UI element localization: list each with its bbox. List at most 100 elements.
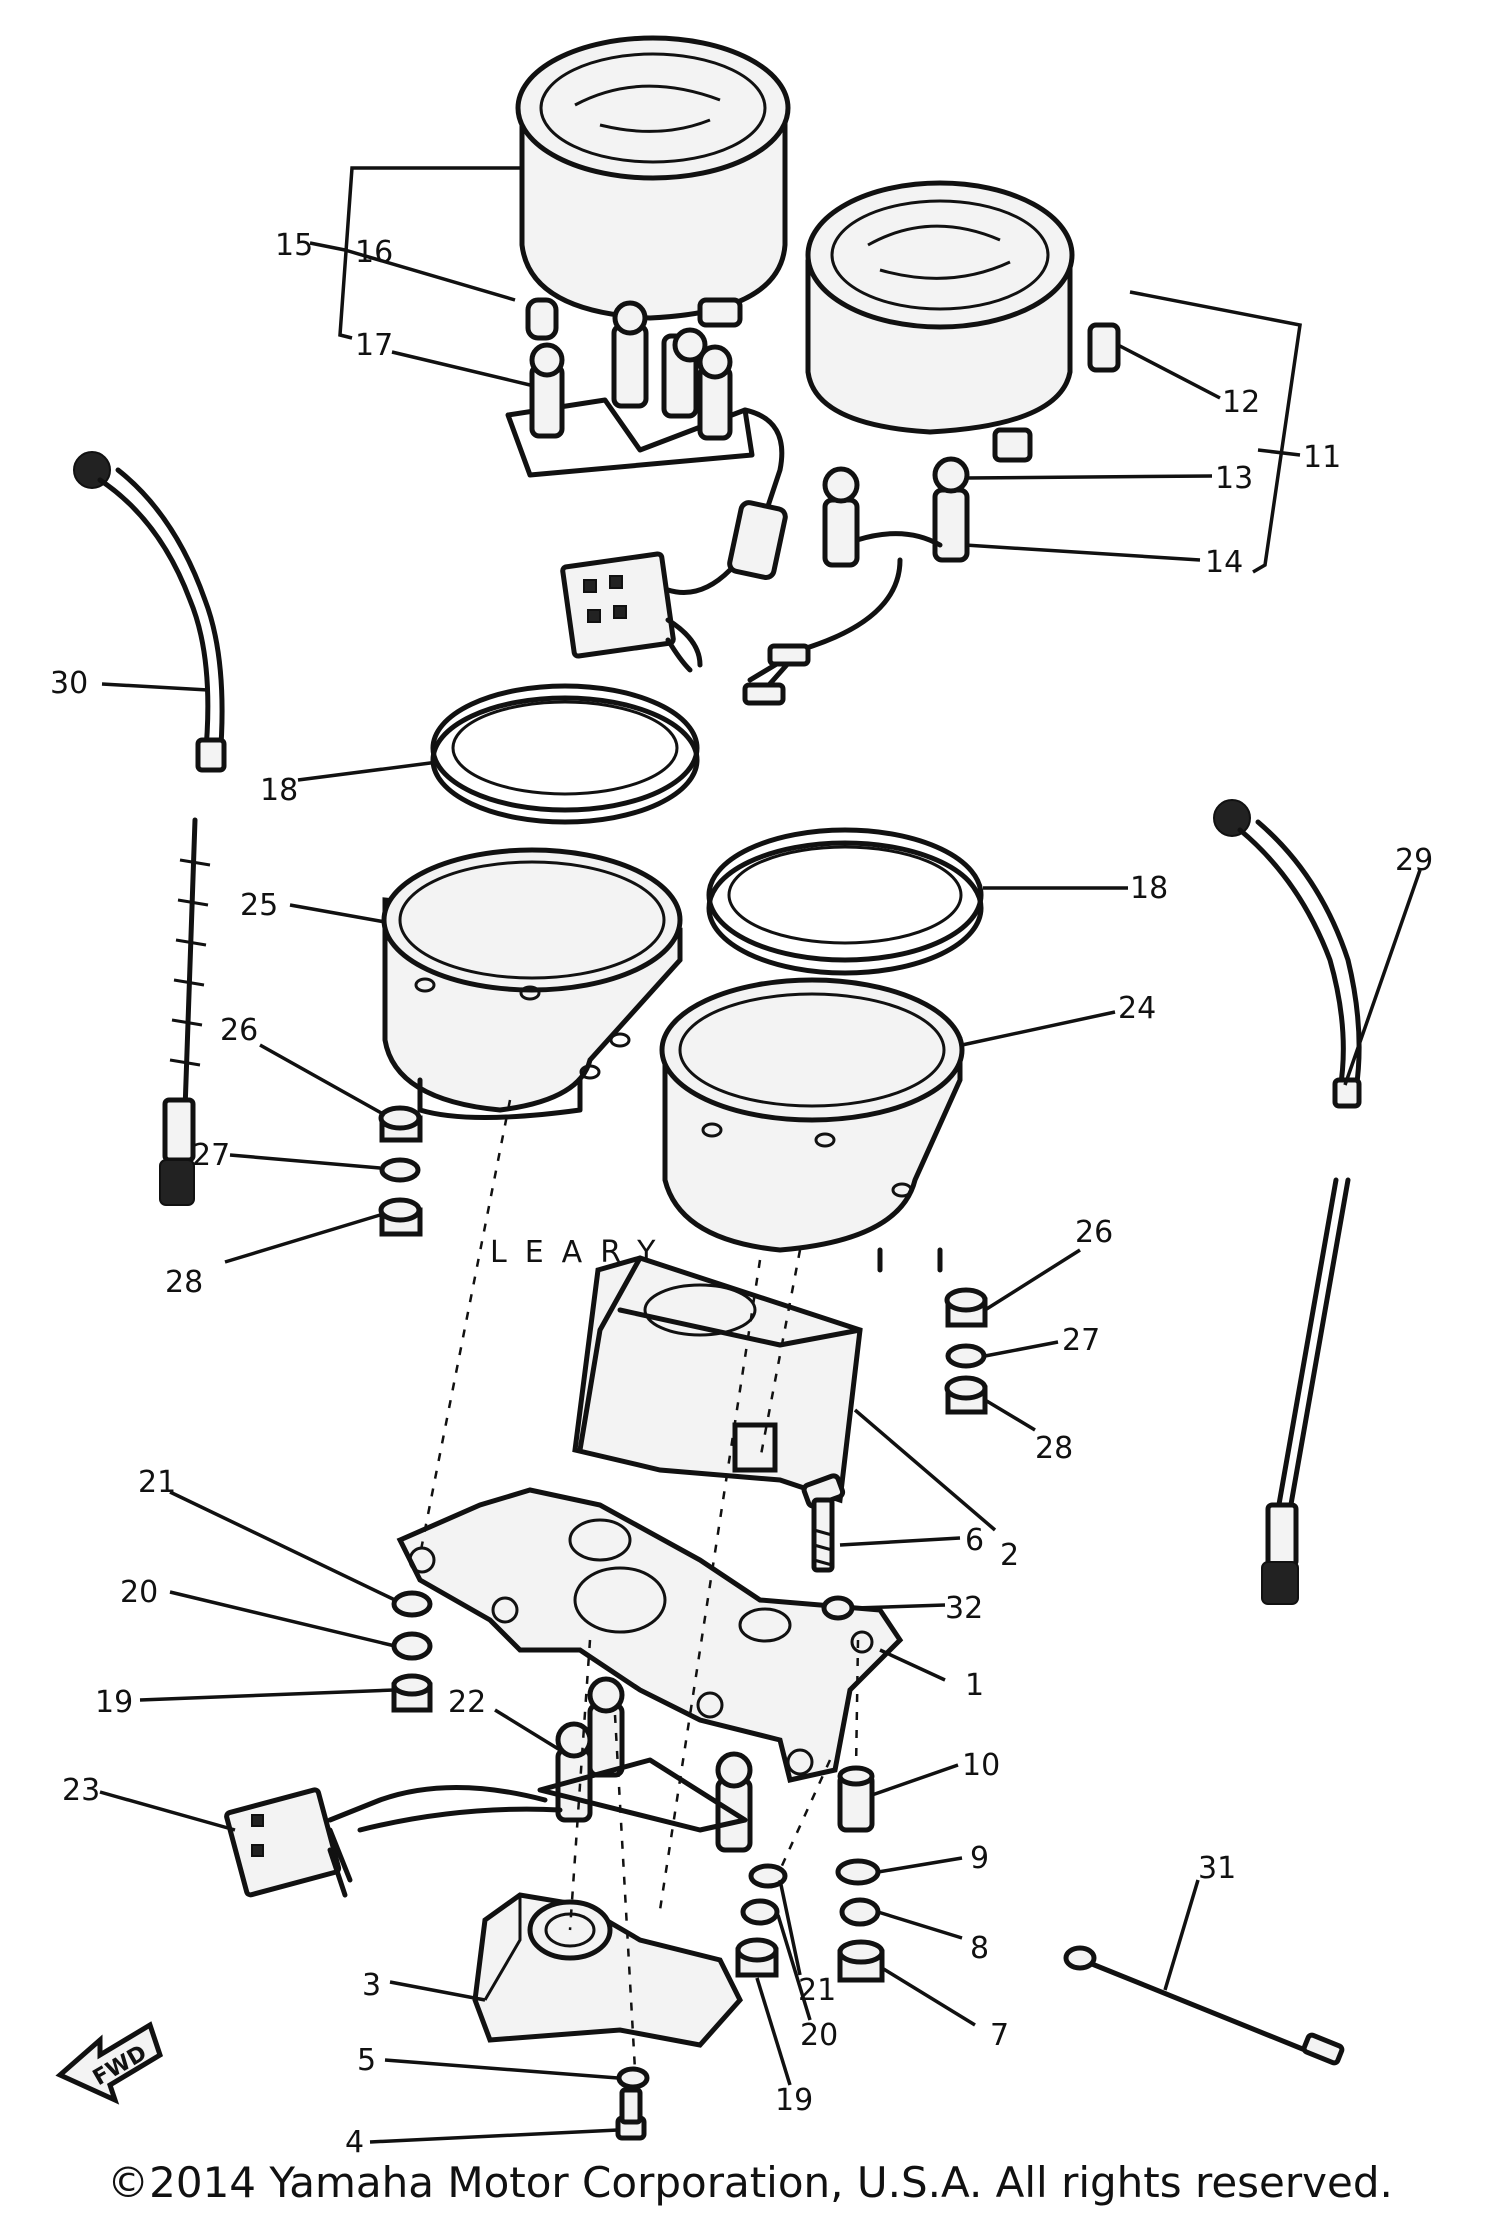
leader-line: [384, 2058, 619, 2080]
alignment-line: [418, 1099, 512, 1556]
speedometer-cable-30: [73, 451, 227, 1206]
leader-line: [984, 1398, 1036, 1432]
callout-14: 14: [1205, 545, 1243, 580]
leader-line: [389, 1980, 486, 2002]
wire-connector-block: [560, 551, 733, 673]
washer-32: [821, 1595, 855, 1621]
center-nut-stack: [735, 1863, 788, 1978]
tachometer-gauge: [515, 35, 791, 328]
left-case-nuts: [378, 1105, 423, 1237]
alignment-line: [854, 1639, 860, 1771]
callout-20-center: 20: [800, 2018, 838, 2053]
leader-line: [391, 350, 531, 387]
fwd-arrow: FWD: [55, 2021, 164, 2105]
leader-line: [879, 1648, 946, 1682]
callout-30: 30: [50, 666, 88, 701]
callout-25: 25: [240, 888, 278, 923]
leader-line: [871, 1763, 959, 1797]
leader-line: [776, 1914, 812, 2021]
speedometer-gauge: [805, 180, 1121, 463]
leader-line: [101, 682, 209, 692]
callout-22: 22: [448, 1685, 486, 1720]
leader-line: [964, 474, 1213, 480]
meter-cover: [572, 1255, 863, 1504]
leader-line: [755, 1977, 792, 2086]
leader-line: [369, 2128, 619, 2144]
callout-16: 16: [355, 235, 393, 270]
callout-4: 4: [345, 2125, 364, 2160]
callout-2: 2: [1000, 1538, 1019, 1573]
leader-line: [494, 1708, 561, 1752]
alignment-line: [613, 1714, 637, 2071]
wire-connector-23: [224, 1787, 353, 1898]
callout-6: 6: [965, 1523, 984, 1558]
copyright-notice: ©2014 Yamaha Motor Corporation, U.S.A. A…: [107, 2158, 1393, 2207]
callout-8: 8: [970, 1931, 989, 1966]
callout-27-left: 27: [192, 1138, 230, 1173]
callout-10: 10: [962, 1748, 1000, 1783]
leader-line: [984, 1340, 1059, 1358]
callout-9: 9: [970, 1841, 989, 1876]
meter-bracket: [396, 1487, 904, 1783]
leader-line: [1257, 448, 1301, 457]
callout-labels: 1 2 3 4 5 6 7 8 9 10 11 12 13 14 15 16 1…: [50, 228, 1433, 2160]
leader-line: [1117, 343, 1221, 400]
callout-31: 31: [1198, 1851, 1236, 1886]
callout-26-right: 26: [1075, 1215, 1113, 1250]
leader-line: [778, 1879, 802, 1976]
tachometer-cable-29: [1213, 799, 1362, 1605]
gauge-bulbs-sockets-left: [505, 297, 788, 581]
callout-17: 17: [355, 328, 393, 363]
callout-28-right: 28: [1035, 1431, 1073, 1466]
leader-line: [877, 1910, 963, 1940]
callout-28-left: 28: [165, 1265, 203, 1300]
callout-1: 1: [965, 1668, 984, 1703]
bezel-ring-right: [706, 827, 984, 976]
leader-line: [854, 1603, 946, 1610]
leader-line: [259, 1043, 386, 1117]
leader-line: [229, 1153, 381, 1170]
leader-line: [839, 1536, 961, 1547]
leader-line: [984, 1248, 1081, 1312]
bolt-4: [615, 2087, 647, 2141]
callout-19-center: 19: [775, 2083, 813, 2118]
callout-24: 24: [1118, 991, 1156, 1026]
leader-line: [1163, 1879, 1200, 1991]
callout-3: 3: [362, 1968, 381, 2003]
leader-line: [961, 1010, 1116, 1047]
bolt-6: [801, 1473, 846, 1573]
leader-line: [853, 1408, 997, 1532]
leader-line: [1343, 869, 1422, 1086]
callout-29: 29: [1395, 843, 1433, 878]
bracket-11: [1129, 290, 1302, 574]
callout-32: 32: [945, 1591, 983, 1626]
leader-line: [169, 1490, 396, 1602]
lower-bulbs-sockets: [327, 1676, 753, 1853]
callout-21-center: 21: [798, 1973, 836, 2008]
leader-line: [99, 1790, 236, 1832]
right-case-nuts: [944, 1287, 988, 1415]
cable-31: [1063, 1945, 1345, 2066]
callout-21-left: 21: [138, 1465, 176, 1500]
callout-20-left: 20: [120, 1575, 158, 1610]
leader-line: [881, 1966, 976, 2027]
callout-19-left: 19: [95, 1685, 133, 1720]
leader-line: [297, 760, 439, 782]
gauge-bulbs-sockets-right: [742, 456, 970, 706]
alignment-line: [778, 1759, 832, 1871]
alignment-line: [658, 1259, 762, 1911]
callout-5: 5: [357, 2043, 376, 2078]
callout-26-left: 26: [220, 1013, 258, 1048]
callout-27-right: 27: [1062, 1323, 1100, 1358]
callout-12: 12: [1222, 385, 1260, 420]
left-nut-stack: [391, 1590, 433, 1713]
callout-13: 13: [1215, 461, 1253, 496]
leader-line: [877, 1856, 963, 1874]
leader-line: [224, 1213, 381, 1264]
callout-15: 15: [275, 228, 313, 263]
washer-5: [616, 2066, 650, 2090]
gauge-case-left: [381, 847, 683, 1120]
callout-18-right: 18: [1130, 871, 1168, 906]
callout-18-left: 18: [260, 773, 298, 808]
gauge-case-right: [659, 977, 965, 1273]
